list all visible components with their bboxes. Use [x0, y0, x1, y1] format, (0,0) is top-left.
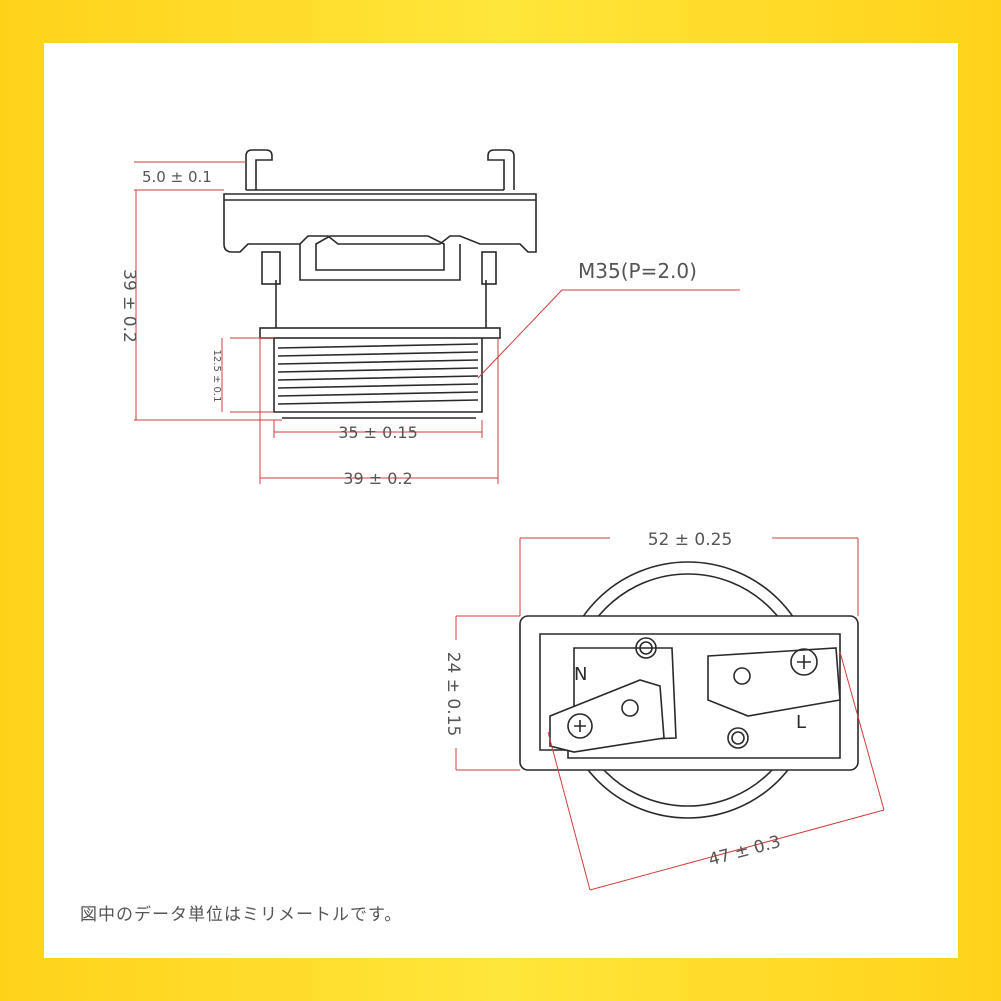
unit-note: 図中のデータ単位はミリメートルです。: [80, 905, 403, 925]
diagonal-dim: 47 ± 0.3: [707, 832, 783, 870]
side-view-dimension-lines: [134, 161, 740, 484]
thread-diameter-dim: 35 ± 0.15: [338, 423, 418, 442]
flange-diameter-dim: 39 ± 0.2: [343, 469, 412, 488]
live-terminal-label: L: [796, 712, 806, 733]
thread-spec-label: M35(P=2.0): [578, 259, 697, 283]
thread-length-dim: 12.5 ± 0.1: [211, 350, 222, 403]
tab-height-dim: 5.0 ± 0.1: [142, 168, 212, 186]
bottom-view-dimension-lines: [455, 537, 885, 891]
total-height-dim: 39 ± 0.2: [119, 269, 139, 343]
bottom-view-outline: [519, 561, 859, 819]
width-dim: 52 ± 0.25: [648, 530, 733, 550]
drawing-panel: [44, 43, 958, 958]
neutral-terminal-label: N: [574, 664, 587, 685]
height-dim: 24 ± 0.15: [443, 652, 463, 737]
side-view-outline: [223, 149, 537, 419]
